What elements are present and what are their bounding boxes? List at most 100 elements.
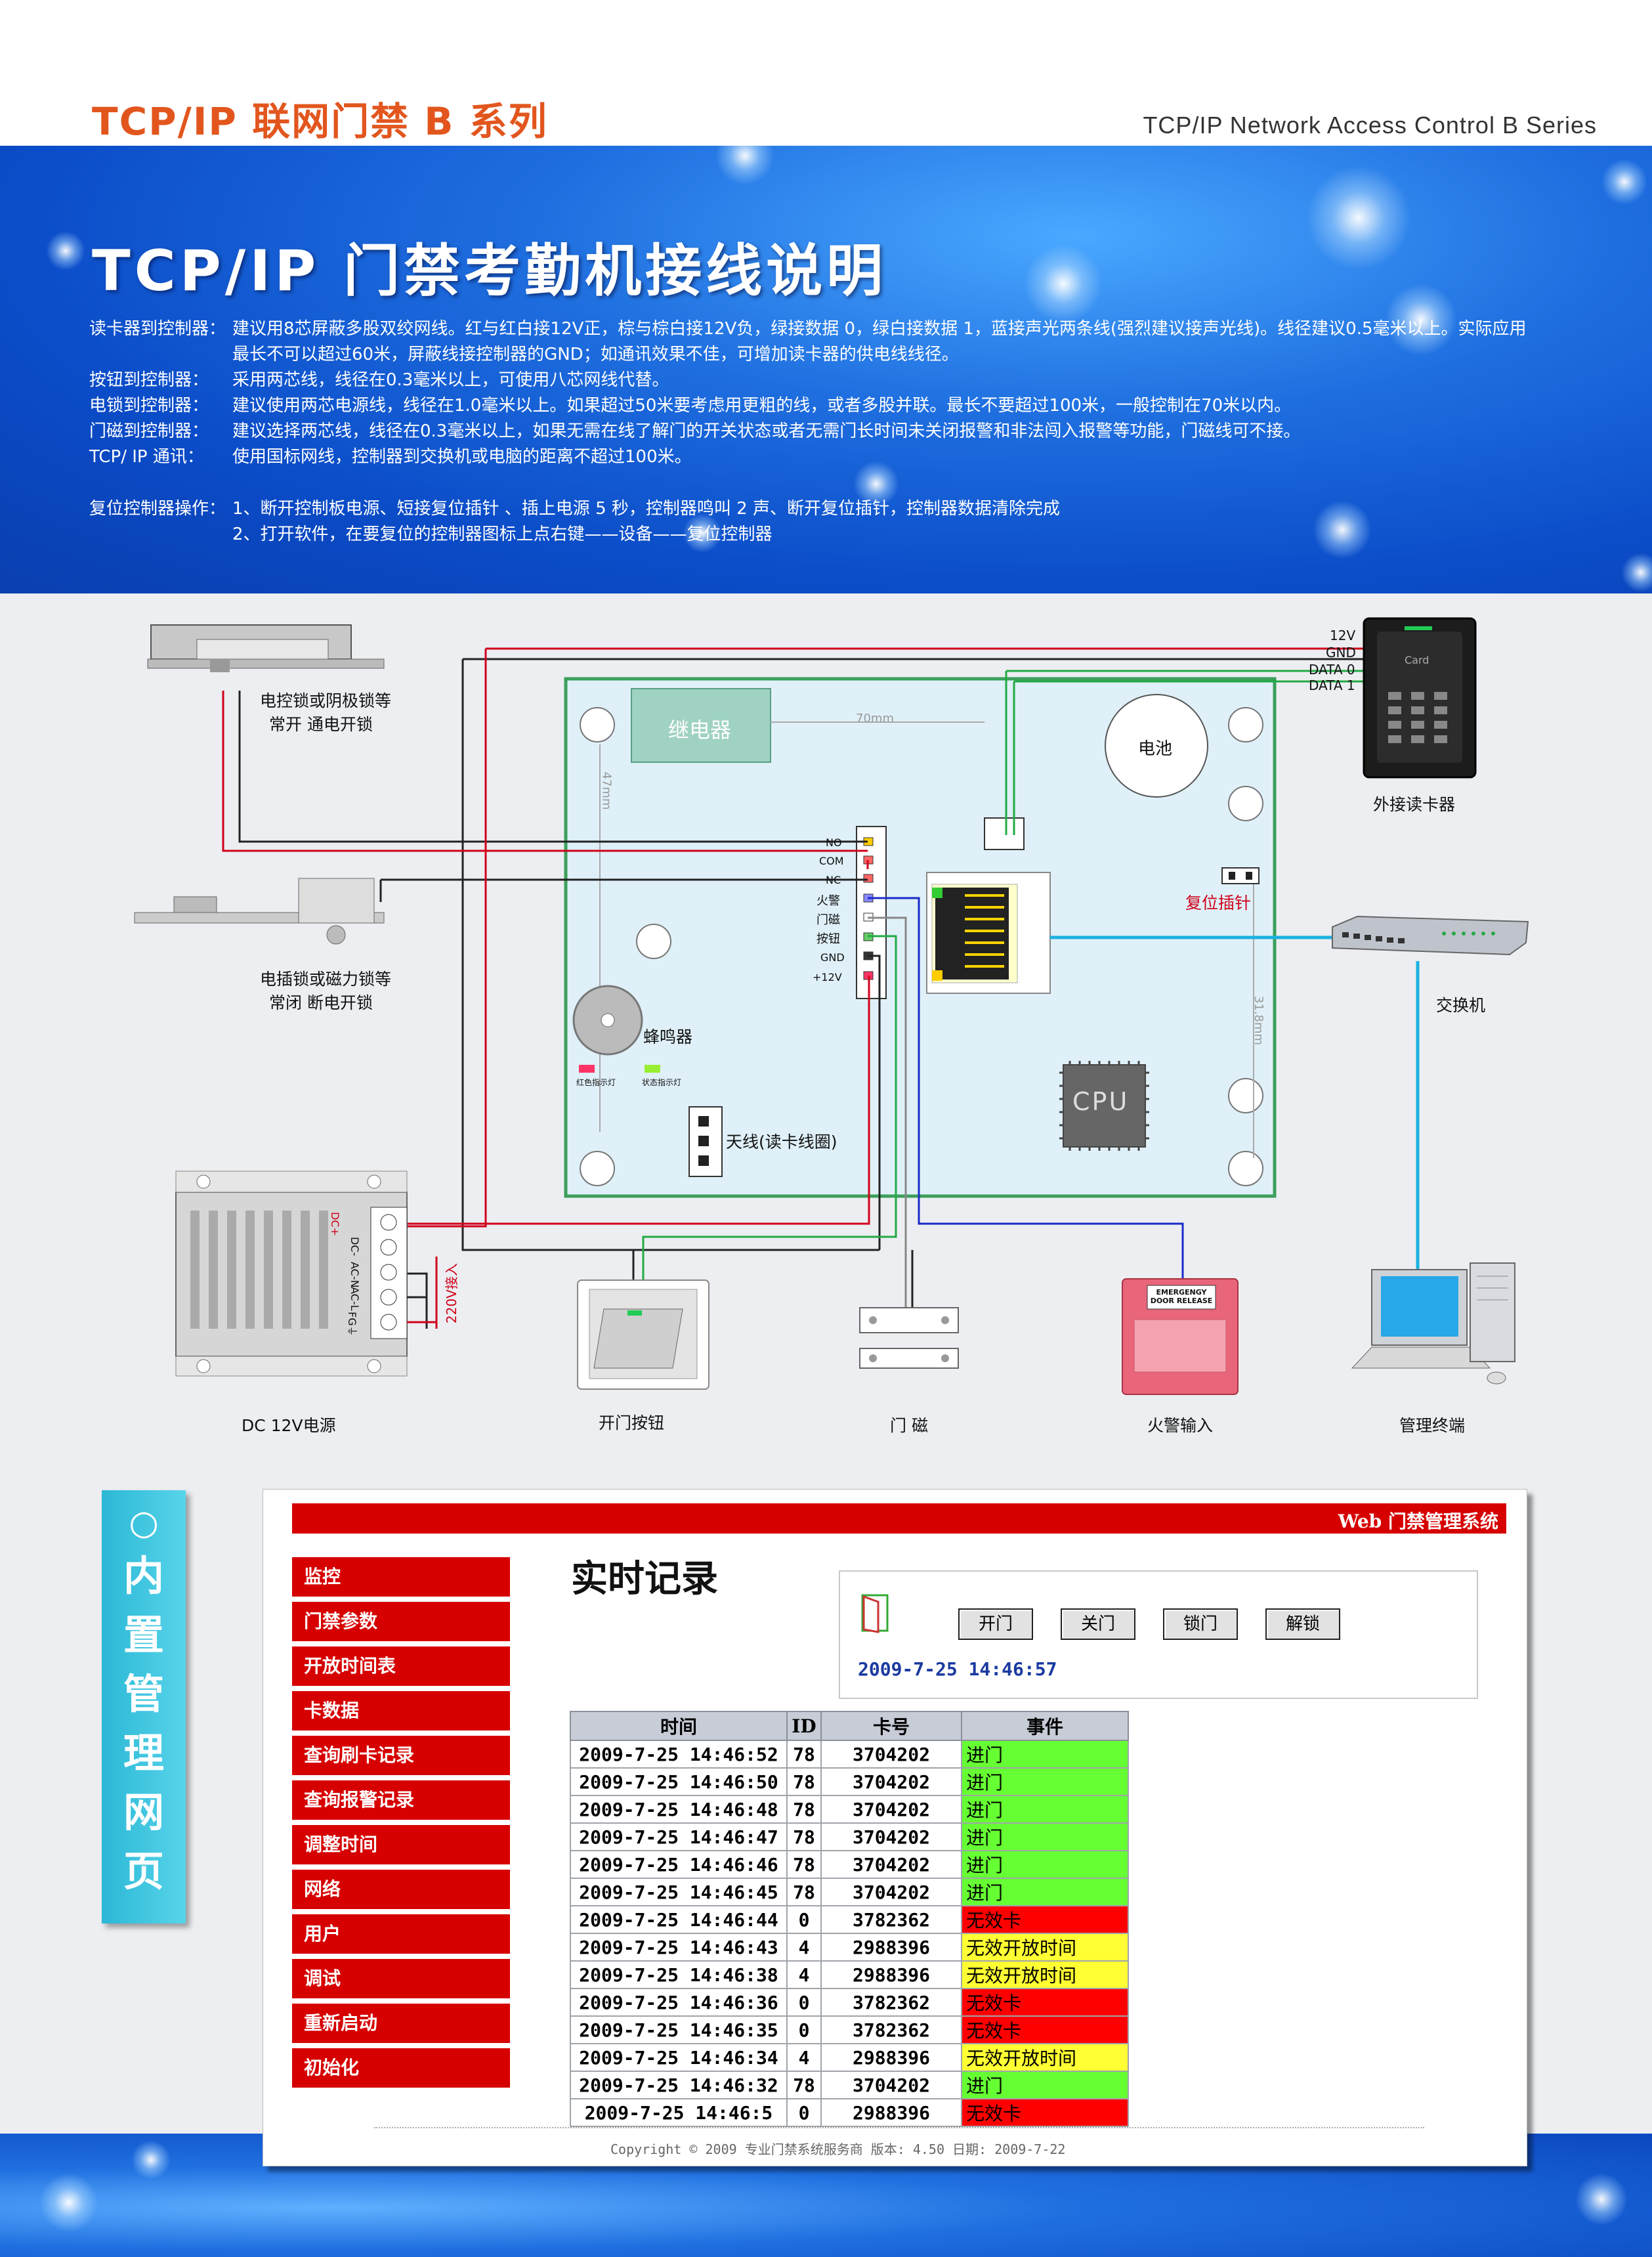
row-event: 无效卡 xyxy=(961,2015,1129,2044)
row-id: 78 xyxy=(786,1878,822,1906)
row-event: 无效开放时间 xyxy=(961,1933,1129,1962)
terminal-pc-label: 管理终端 xyxy=(1399,1416,1466,1435)
row-event: 无效开放时间 xyxy=(961,2043,1129,2072)
close-door-button[interactable]: 关门 xyxy=(1061,1608,1135,1640)
banner-line: 最长不可以超过60米，屏蔽线接控制器的GND；如通讯效果不佳，可增加读卡器的供电… xyxy=(232,345,959,364)
row-event: 进门 xyxy=(961,1740,1129,1769)
menu-item-debug[interactable]: 调试 xyxy=(292,1959,510,1998)
door-sensor-label: 门 磁 xyxy=(890,1416,928,1435)
row-time: 2009-7-25 14:46:35 xyxy=(570,2015,788,2044)
current-time: 2009-7-25 14:46:57 xyxy=(858,1658,1057,1680)
menu-item-open-schedule[interactable]: 开放时间表 xyxy=(292,1646,510,1686)
banner-line: 门磁到控制器：建议选择两芯线，线径在0.3毫米以上，如果无需在线了解门的开关状态… xyxy=(89,421,1301,441)
row-time: 2009-7-25 14:46:5 xyxy=(570,2098,788,2127)
reader-card-text: Card xyxy=(1405,654,1430,666)
terminal-door: 门磁 xyxy=(816,913,840,927)
menu-item-network[interactable]: 网络 xyxy=(292,1870,510,1909)
dim-47mm: 47mm xyxy=(599,771,614,810)
psu-term-ac-n: AC-N xyxy=(349,1262,361,1288)
row-card: 3782362 xyxy=(820,2015,962,2044)
wiring-diagram-svg xyxy=(134,617,1529,1395)
banner-line: 读卡器到控制器：建议用8芯屏蔽多股双绞网线。红与红白接12V正，棕与棕白接12V… xyxy=(89,319,1527,339)
row-card: 3704202 xyxy=(820,2071,962,2099)
lock-door-button[interactable]: 锁门 xyxy=(1163,1608,1238,1640)
terminal-button: 按钮 xyxy=(816,932,840,946)
led-red-label: 红色指示灯 xyxy=(576,1078,616,1087)
side-tab-char: 内 xyxy=(123,1552,164,1600)
terminal-no: NO xyxy=(826,836,842,849)
terminal-fire: 火警 xyxy=(816,894,840,908)
battery-label: 电池 xyxy=(1138,739,1173,759)
lock1-sub: 常开 通电开锁 xyxy=(269,715,373,734)
row-time: 2009-7-25 14:46:44 xyxy=(570,1905,788,1934)
menu-item-users[interactable]: 用户 xyxy=(292,1914,510,1954)
menu-item-restart[interactable]: 重新启动 xyxy=(292,2004,510,2043)
menu-item-alarm-records[interactable]: 查询报警记录 xyxy=(292,1780,510,1820)
cpu-label: CPU xyxy=(1072,1087,1130,1116)
series-title-english: TCP/IP Network Access Control B Series xyxy=(1143,112,1597,139)
psu-term-fg: FG⏚ xyxy=(346,1312,358,1337)
col-time-header: 时间 xyxy=(570,1711,788,1741)
menu-item-card-data[interactable]: 卡数据 xyxy=(292,1691,510,1730)
lock1-label: 电控锁或阴极锁等 xyxy=(260,691,392,710)
row-id: 78 xyxy=(786,1795,822,1824)
lock2-label: 电插锁或磁力锁等 xyxy=(260,970,392,989)
reader-pin-12v: 12V xyxy=(1330,628,1356,643)
menu-item-swipe-records[interactable]: 查询刷卡记录 xyxy=(292,1736,510,1775)
psu-term-ac-l: AC-L xyxy=(349,1287,361,1311)
reader-pin-gnd: GND xyxy=(1326,645,1356,660)
row-event: 进门 xyxy=(961,2071,1129,2099)
led-green-label: 状态指示灯 xyxy=(642,1078,682,1087)
reader-pin-data1: DATA 1 xyxy=(1309,677,1355,693)
row-id: 78 xyxy=(786,1822,822,1851)
row-event: 无效卡 xyxy=(961,2098,1129,2127)
door-control-panel: 开门 关门 锁门 解锁 2009-7-25 14:46:57 xyxy=(839,1570,1478,1699)
footer-divider xyxy=(374,2127,1424,2128)
row-id: 4 xyxy=(786,1933,822,1962)
side-tab-char: 管 xyxy=(123,1670,164,1718)
menu-item-adjust-time[interactable]: 调整时间 xyxy=(292,1825,510,1864)
side-tab-char: 置 xyxy=(123,1611,164,1659)
row-card: 3704202 xyxy=(820,1822,962,1851)
row-card: 3704202 xyxy=(820,1878,962,1906)
row-id: 78 xyxy=(786,2071,822,2099)
row-id: 0 xyxy=(786,2098,822,2127)
col-id-header: ID xyxy=(786,1711,822,1741)
side-tab-char: 理 xyxy=(123,1729,164,1777)
row-card: 2988396 xyxy=(820,1933,962,1962)
menu-item-monitor[interactable]: 监控 xyxy=(292,1557,510,1597)
reader-label: 外接读卡器 xyxy=(1373,795,1456,814)
row-event: 进门 xyxy=(961,1767,1129,1796)
row-id: 78 xyxy=(786,1740,822,1769)
row-id: 78 xyxy=(786,1767,822,1796)
row-time: 2009-7-25 14:46:46 xyxy=(570,1850,788,1879)
door-icon xyxy=(861,1594,889,1633)
menu-item-door-params[interactable]: 门禁参数 xyxy=(292,1602,510,1641)
table-header-row: 时间 ID 卡号 事件 xyxy=(570,1711,1129,1741)
open-door-button[interactable]: 开门 xyxy=(958,1608,1033,1640)
menu-item-initialize[interactable]: 初始化 xyxy=(292,2048,510,2088)
banner-line: 电锁到控制器：建议使用两芯电源线，线径在1.0毫米以上。如果超过50米要考虑用更… xyxy=(89,396,1292,416)
unlock-door-button[interactable]: 解锁 xyxy=(1265,1608,1340,1640)
copyright: Copyright © 2009 专业门禁系统服务商 版本: 4.50 日期: … xyxy=(610,2141,1066,2157)
series-title: TCP/IP 联网门禁 B 系列 xyxy=(92,99,548,144)
row-id: 0 xyxy=(786,2015,822,2044)
row-id: 0 xyxy=(786,1905,822,1934)
row-time: 2009-7-25 14:46:52 xyxy=(570,1740,788,1769)
row-time: 2009-7-25 14:46:45 xyxy=(570,1878,788,1906)
psu-220v-label: 220V接入 xyxy=(444,1263,459,1323)
row-time: 2009-7-25 14:46:43 xyxy=(570,1933,788,1962)
banner-title: TCP/IP 门禁考勤机接线说明 xyxy=(92,238,887,304)
psu-term-dc-plus: DC+ xyxy=(329,1212,341,1236)
side-tab-circle: ○ xyxy=(129,1503,159,1543)
row-card: 3704202 xyxy=(820,1740,962,1769)
